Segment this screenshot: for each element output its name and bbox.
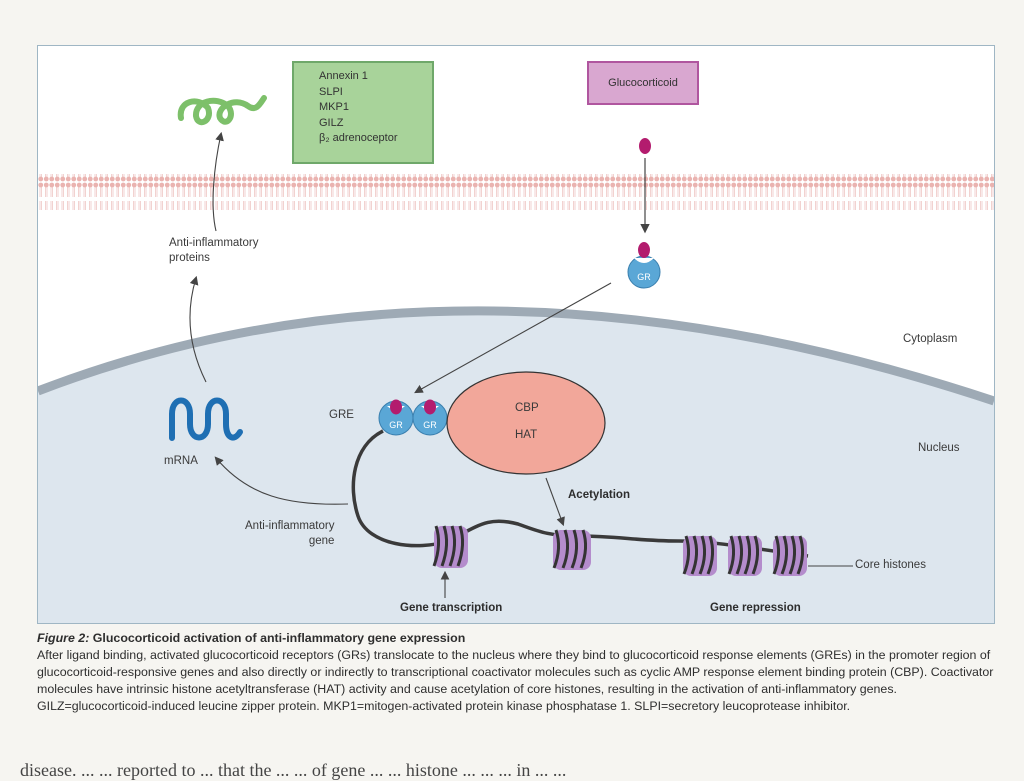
gr-label-left: GR — [389, 420, 403, 430]
caption-title-text: Glucocorticoid activation of anti-inflam… — [92, 631, 466, 645]
hat-label: HAT — [515, 429, 538, 441]
gr-label-right: GR — [423, 420, 437, 430]
translation-arrow — [189, 275, 207, 383]
nucleus-label: Nucleus — [918, 442, 960, 454]
acetylation-arrow — [545, 477, 565, 527]
anti-inflammatory-protein-shape — [177, 95, 267, 126]
dna-strand — [351, 429, 809, 558]
gr-ligand-right — [424, 399, 436, 415]
pathway-diagram: Annexin 1 SLPI MKP1 GILZ β₂ adrenoceptor… — [37, 45, 995, 624]
figure-label: Figure 2: — [37, 631, 90, 645]
figure-caption: Figure 2: Glucocorticoid activation of a… — [37, 630, 997, 715]
protein-item: MKP1 — [319, 101, 349, 113]
cytoplasm-label: Cytoplasm — [903, 333, 958, 345]
cbp-hat-complex — [446, 371, 606, 475]
acetylation-label: Acetylation — [568, 489, 630, 501]
histone-acetylated — [552, 529, 591, 570]
translocation-arrow — [414, 282, 612, 394]
glucocorticoid-box: Glucocorticoid — [587, 61, 699, 105]
mrna-label: mRNA — [164, 455, 198, 467]
protein-item: SLPI — [319, 85, 343, 98]
secretion-arrow — [212, 131, 224, 232]
gene-repression-label: Gene repression — [710, 602, 801, 614]
histone-repressed — [682, 535, 807, 576]
caption-body: After ligand binding, activated glucocor… — [37, 648, 994, 713]
protein-item: GILZ — [319, 116, 344, 129]
gr-ligand-left — [390, 399, 402, 415]
gr-label-cytoplasm: GR — [637, 272, 651, 282]
nuclear-envelope — [38, 306, 994, 406]
diagram-canvas — [38, 95, 994, 623]
caption-title: Figure 2: Glucocorticoid activation of a… — [37, 630, 997, 647]
gene-transcription-label: Gene transcription — [400, 602, 503, 614]
cbp-label: CBP — [515, 402, 539, 414]
histone-transcription — [432, 525, 468, 568]
anti-inflammatory-gene-label: Anti-inflammatory gene — [245, 520, 335, 547]
cell-membrane — [38, 174, 994, 210]
core-histones-label: Core histones — [855, 559, 926, 571]
transcription-arrow — [214, 456, 349, 505]
protein-item: β₂ adrenoceptor — [319, 132, 398, 144]
gre-label: GRE — [329, 409, 354, 421]
mrna-shape — [169, 397, 243, 441]
page-text-fragment: disease. ... ... reported to ... that th… — [20, 760, 567, 780]
bound-ligand — [638, 242, 650, 258]
protein-item: Annexin 1 — [319, 70, 368, 82]
protein-list-box: Annexin 1 SLPI MKP1 GILZ β₂ adrenoceptor — [292, 61, 434, 164]
anti-inflammatory-proteins-label: Anti-inflammatory proteins — [169, 237, 259, 264]
glucocorticoid-ligand — [639, 138, 651, 154]
